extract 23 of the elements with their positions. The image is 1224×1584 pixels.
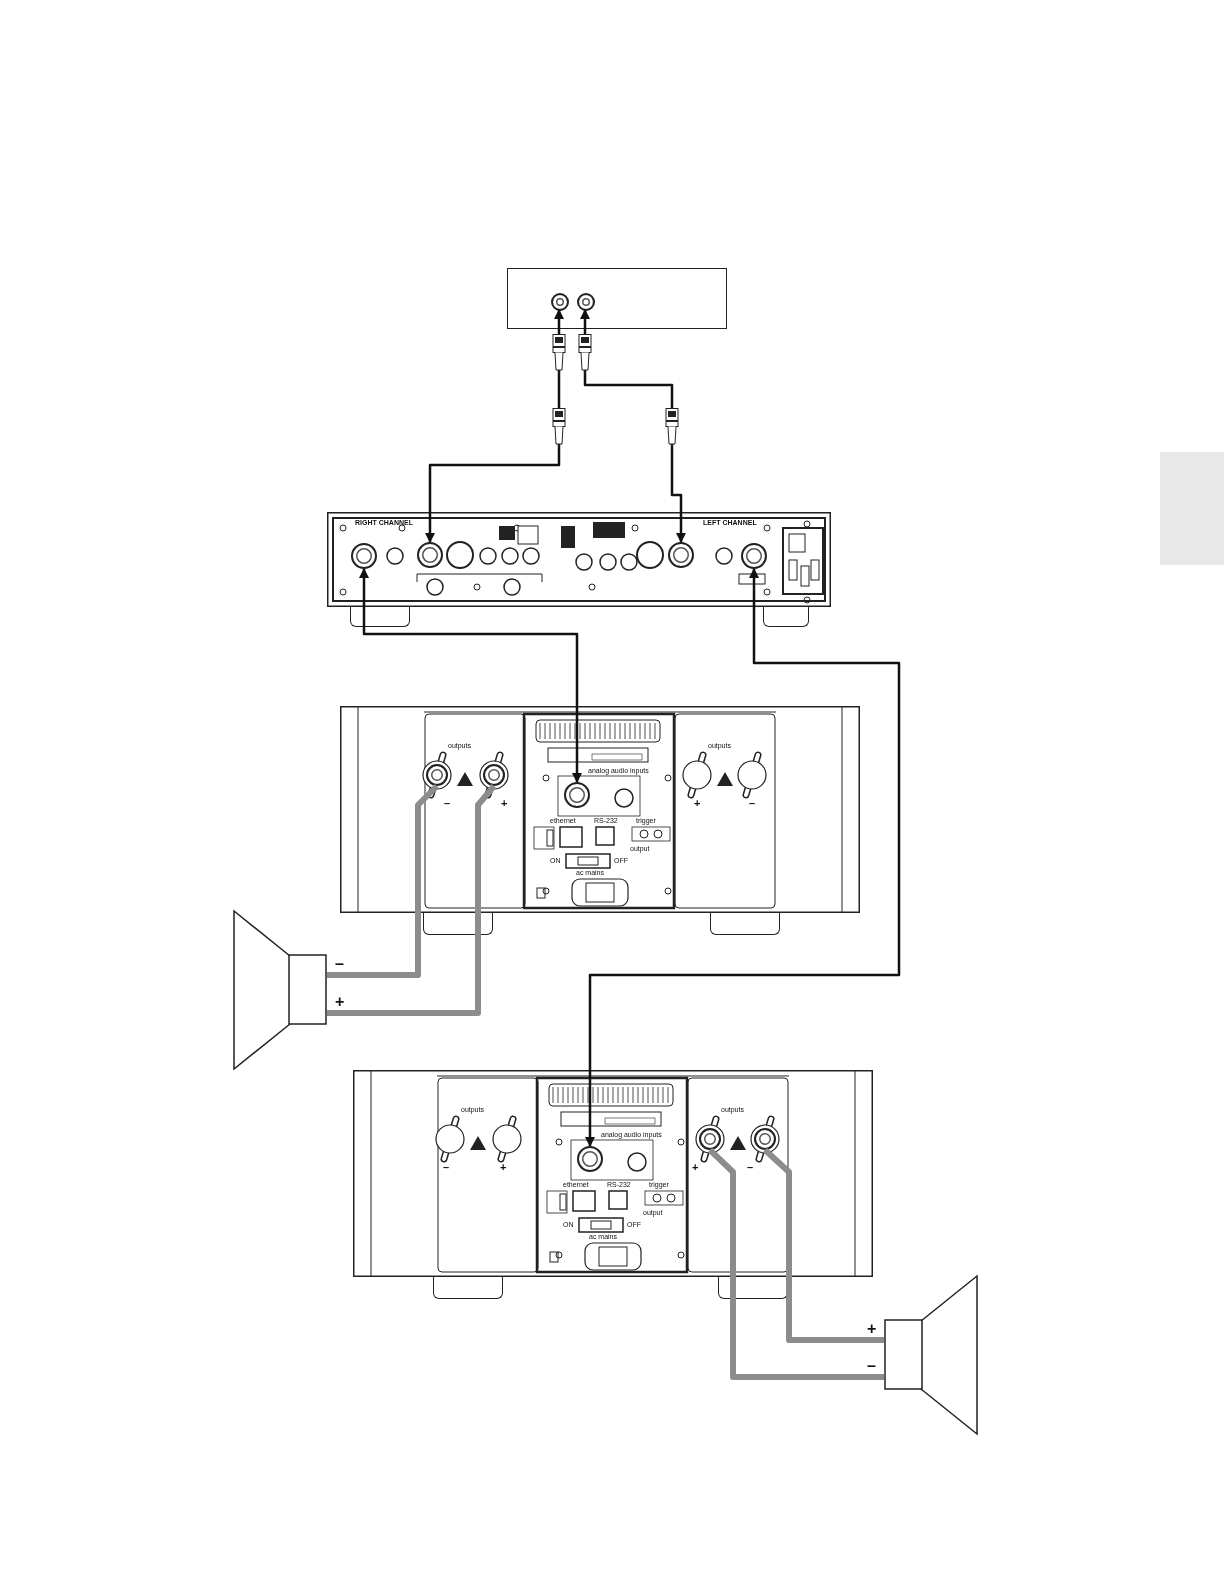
speaker-cable <box>707 1147 884 1380</box>
signal-cable <box>425 309 564 543</box>
source-component-box <box>507 268 727 329</box>
signal-cable <box>359 568 582 783</box>
polarity-sign: + <box>694 798 701 809</box>
polarity-sign: – <box>335 956 344 972</box>
signal-cable <box>580 309 686 543</box>
polarity-sign: + <box>500 1162 507 1173</box>
polarity-sign: – <box>444 798 451 809</box>
polarity-sign: + <box>692 1162 699 1173</box>
polarity-sign: + <box>335 994 345 1010</box>
polarity-sign: – <box>749 798 756 809</box>
polarity-sign: + <box>501 798 508 809</box>
speaker-cable <box>762 1147 884 1343</box>
polarity-sign: + <box>867 1321 877 1337</box>
polarity-sign: – <box>867 1358 876 1374</box>
xlr-jack <box>551 293 569 311</box>
speaker-cable <box>327 784 497 1016</box>
speaker-cable <box>327 783 440 978</box>
polarity-sign: – <box>443 1162 450 1173</box>
polarity-sign: – <box>747 1162 754 1173</box>
xlr-jack <box>577 293 595 311</box>
signal-cable <box>585 568 901 1147</box>
